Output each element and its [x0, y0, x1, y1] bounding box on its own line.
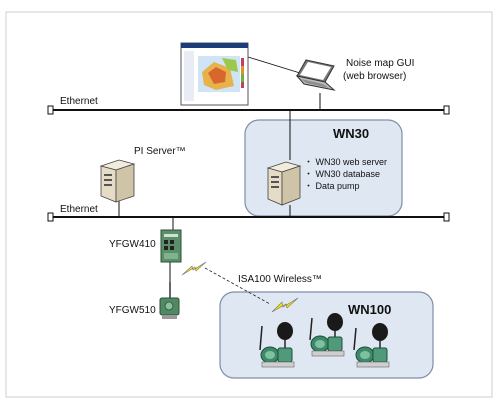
pi-server-icon — [99, 159, 136, 203]
wn30-bullet-2: ・ WN30 database — [304, 169, 380, 179]
wn30-title: WN30 — [333, 126, 369, 141]
wireless-dashed-link — [204, 267, 271, 305]
wn30-bullet-3: ・ Data pump — [304, 181, 360, 191]
ethernet-bottom-label: Ethernet — [60, 204, 98, 215]
ethernet-top-label: Ethernet — [60, 96, 98, 107]
wn100-title: WN100 — [348, 302, 391, 317]
yfgw410-label: YFGW410 — [109, 239, 156, 250]
isa100-label: ISA100 Wireless™ — [238, 274, 322, 285]
noise-map-gui-screenshot — [180, 42, 249, 106]
gui-label-line2: (web browser) — [343, 71, 406, 82]
pi-server-label: PI Server™ — [134, 146, 186, 157]
wn100-sensor-3 — [353, 323, 390, 368]
yfgw510-access-point-icon — [159, 282, 180, 319]
lightning-icon-410 — [181, 261, 207, 276]
wn30-server-icon — [266, 161, 302, 206]
ethernet-bus-bottom — [47, 212, 450, 222]
laptop-icon — [295, 59, 336, 91]
wn100-sensor-1 — [259, 322, 295, 368]
wn100-sensor-2 — [309, 313, 345, 357]
wn30-bullet-1: ・ WN30 web server — [304, 157, 387, 167]
yfgw510-label: YFGW510 — [109, 305, 156, 316]
link-gui-callout — [247, 56, 301, 74]
ethernet-bus-top — [47, 105, 450, 115]
wn100-bubble — [219, 291, 434, 379]
yfgw410-gateway-icon — [160, 229, 182, 263]
lightning-icon-wn100 — [271, 297, 299, 313]
gui-label-line1: Noise map GUI — [346, 58, 414, 69]
